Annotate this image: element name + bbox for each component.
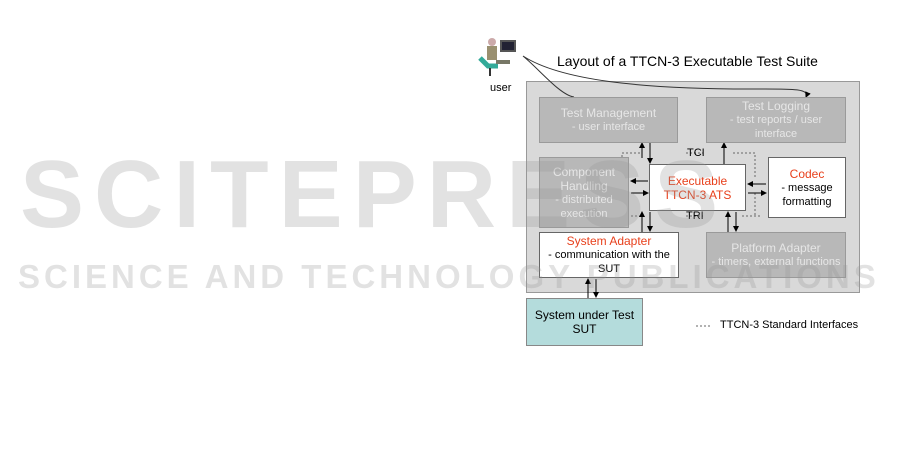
tci-label: TCI [687,147,705,159]
box-title: Component Handling [552,164,616,193]
watermark-logo: SCITEPRESS [20,141,729,248]
box-title: Test Logging [741,99,811,113]
user-label: user [490,82,512,94]
box-title: Codec [789,166,825,181]
box-title: System under Test [534,308,635,322]
watermark-tagline: SCIENCE AND TECHNOLOGY PUBLICATIONS [18,258,880,295]
sut-box: System under Test SUT [526,298,643,346]
codec-box: Codec - message formatting [768,157,846,218]
legend-label: TTCN-3 Standard Interfaces [720,319,859,331]
box-subtitle: - message formatting [781,181,833,208]
executable-ats-box: Executable TTCN-3 ATS [649,164,746,211]
diagram-title: Layout of a TTCN-3 Executable Test Suite [557,53,818,69]
test-management-box: Test Management - user interface [539,97,678,143]
platform-adapter-box: Platform Adapter - timers, external func… [706,232,846,278]
box-subtitle: - timers, external functions [711,256,841,268]
box-subtitle: SUT [572,322,597,336]
box-subtitle: - test reports / user interface [729,114,823,140]
box-subtitle: - user interface [571,121,646,133]
tri-label: TRI [686,210,704,222]
system-adapter-box: System Adapter - communication with the … [539,232,679,278]
box-subtitle: - distributed execution [555,193,613,220]
box-title: Test Management [560,106,657,120]
user-icon [478,36,522,80]
component-handling-box: Component Handling - distributed executi… [539,157,629,228]
box-title: Platform Adapter [731,241,821,255]
box-title: Executable TTCN-3 ATS [663,173,732,202]
box-title: System Adapter [566,234,652,248]
test-logging-box: Test Logging - test reports / user inter… [706,97,846,143]
box-subtitle: - communication with the SUT [548,249,670,275]
